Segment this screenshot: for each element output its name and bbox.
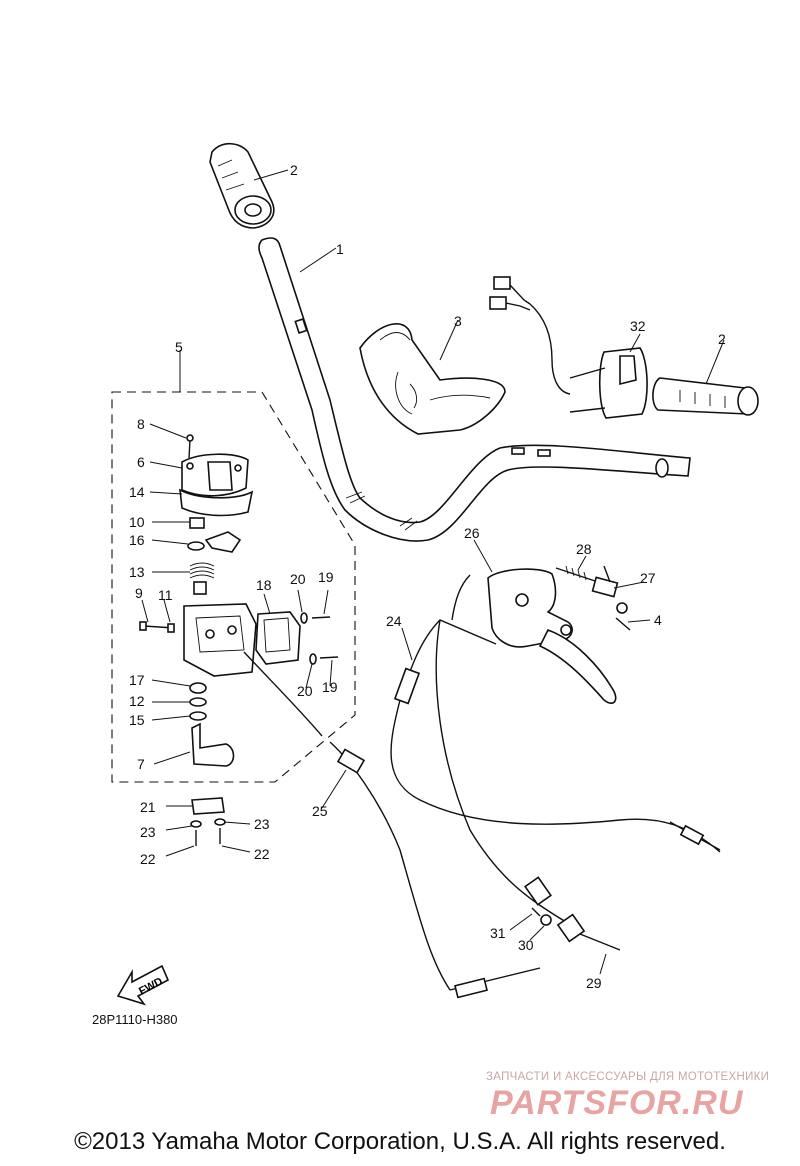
part-label-31: 31 [490, 925, 506, 941]
part-label-3: 3 [454, 313, 462, 329]
brake-small-parts [555, 565, 631, 631]
part-label-30: 30 [518, 937, 534, 953]
control-cables [329, 619, 721, 999]
part-label-20-bottom: 20 [297, 683, 313, 699]
left-switch-parts [139, 434, 339, 767]
part-label-8: 8 [137, 416, 145, 432]
part-label-27: 27 [640, 570, 656, 586]
throttle-switch-housing [489, 276, 648, 419]
part-label-14: 14 [129, 484, 145, 500]
part-label-1: 1 [336, 241, 344, 257]
part-label-23-left: 23 [140, 824, 156, 840]
part-label-15: 15 [129, 712, 145, 728]
part-labels: 2 1 3 32 2 5 8 6 14 10 16 13 9 11 18 20 … [129, 162, 726, 991]
part-label-7: 7 [137, 756, 145, 772]
part-label-22-right: 22 [254, 846, 270, 862]
brake-master-cylinder [451, 568, 617, 704]
grip-right [652, 377, 759, 416]
part-label-26: 26 [464, 525, 480, 541]
part-label-22-left: 22 [140, 851, 156, 867]
part-label-16: 16 [129, 532, 145, 548]
switch-assembly-boundary [111, 391, 356, 783]
fwd-arrow: FWD [116, 964, 170, 1006]
leader-lines [141, 169, 725, 975]
part-label-19-top: 19 [318, 569, 334, 585]
part-label-9: 9 [135, 585, 143, 601]
part-label-17: 17 [129, 672, 145, 688]
part-label-19-bottom: 19 [322, 679, 338, 695]
part-label-13: 13 [129, 564, 145, 580]
watermark-tagline: ЗАПЧАСТИ И АКСЕССУАРЫ ДЛЯ МОТОТЕХНИКИ [486, 1071, 770, 1083]
watermark-logo-text: PARTSFOR.RU [490, 1084, 744, 1121]
clamp-parts [190, 797, 226, 846]
handlebar [258, 237, 691, 542]
part-label-23-right: 23 [254, 816, 270, 832]
copyright-footer: ©2013 Yamaha Motor Corporation, U.S.A. A… [74, 1128, 726, 1155]
part-label-6: 6 [137, 454, 145, 470]
drawing-code: 28P1110-H380 [92, 1012, 178, 1027]
part-label-21: 21 [140, 799, 156, 815]
grip-left [209, 142, 275, 229]
part-label-28: 28 [576, 541, 592, 557]
part-label-29: 29 [586, 975, 602, 991]
part-label-18: 18 [256, 577, 272, 593]
part-label-11: 11 [158, 587, 173, 603]
part-label-32: 32 [630, 318, 646, 334]
part-label-20-top: 20 [290, 571, 306, 587]
part-label-2-right: 2 [718, 331, 726, 347]
handlebar-cover [359, 323, 506, 435]
part-label-10: 10 [129, 514, 145, 530]
part-label-12: 12 [129, 693, 145, 709]
part-label-4: 4 [654, 612, 662, 628]
part-label-24: 24 [386, 613, 402, 629]
part-label-5: 5 [175, 339, 183, 355]
part-label-25: 25 [312, 803, 328, 819]
watermark-logo: PARTSFOR.RU [490, 1084, 744, 1121]
part-label-2-left: 2 [290, 162, 298, 178]
